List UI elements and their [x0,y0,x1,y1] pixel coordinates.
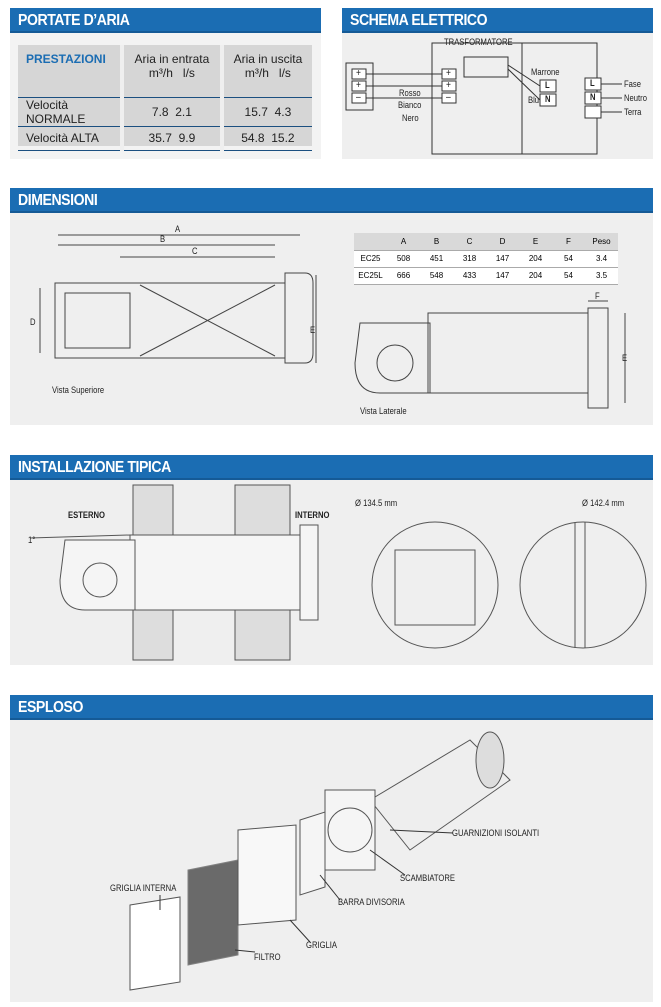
section-header: INSTALLAZIONE TIPICA [10,455,653,480]
wiring-diagram: TRASFORMATORE Rosso Bianco Nero Marrone … [342,33,653,159]
col-header: PRESTAZIONI [26,52,106,66]
section-header: SCHEMA ELETTRICO [342,8,653,33]
part-label: GRIGLIA [306,940,338,950]
esploso-section: ESPLOSO GUARNIZIONI ISOLANTI SCAMBIATORE… [10,695,653,1002]
section-header: ESPLOSO [10,695,653,720]
section-header: DIMENSIONI [10,188,653,213]
part-label: GRIGLIA INTERNA [110,883,177,893]
portate-section: PORTATE D’ARIA PRESTAZIONI Aria in entra… [10,8,321,159]
part-label: FILTRO [254,952,281,962]
table-row: Velocità ALTA 35.7 9.9 54.8 15.2 [18,126,312,150]
exploded-view: GUARNIZIONI ISOLANTI SCAMBIATORE BARRA D… [10,720,653,1002]
schema-section: SCHEMA ELETTRICO TRASFORMATORE Rosso Bia… [342,8,653,159]
part-label: GUARNIZIONI ISOLANTI [452,828,540,838]
part-label: SCAMBIATORE [400,873,455,883]
table-row: Velocità NORMALE 7.8 2.1 15.7 4.3 [18,97,312,126]
installazione-section: INSTALLAZIONE TIPICA ESTERNO INTERNO 1° … [10,455,653,665]
part-label: BARRA DIVISORIA [338,897,405,907]
dimension-drawings: A B C D E F E Vista Superiore Vista Late… [10,213,653,425]
installation-drawings: ESTERNO INTERNO 1° Ø 134.5 mm Ø 142.4 mm [10,480,653,665]
section-header: PORTATE D’ARIA [10,8,321,33]
dimensioni-section: DIMENSIONI A B C D E F E Vista Superiore… [10,188,653,425]
